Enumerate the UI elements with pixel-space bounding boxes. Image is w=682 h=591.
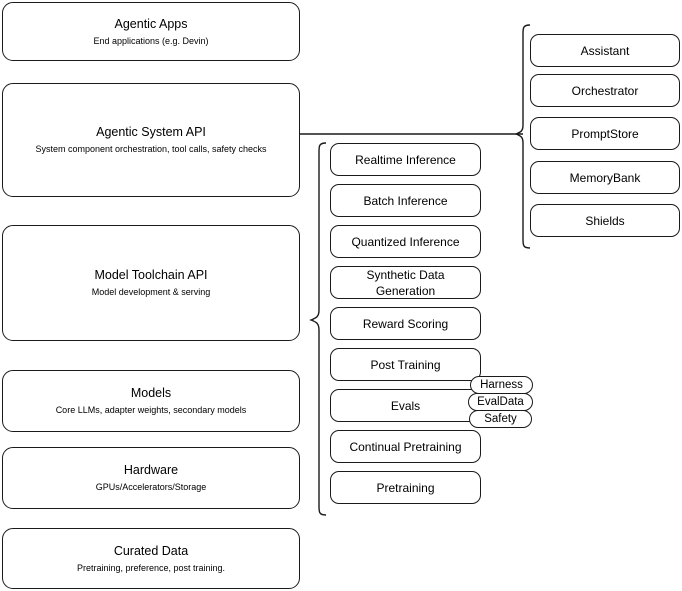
evals-badge-safety[interactable]: Safety <box>469 410 532 428</box>
item-label: Quantized Inference <box>351 234 460 249</box>
layer-subtitle: Model development & serving <box>91 287 211 297</box>
item-label: Synthetic Data Generation <box>366 267 445 298</box>
toolchain-item-reward-scoring[interactable]: Reward Scoring <box>330 307 481 340</box>
toolchain-item-post-training[interactable]: Post Training <box>330 348 481 381</box>
bracket-path <box>309 142 327 516</box>
badge-label: Safety <box>484 413 517 425</box>
badge-label: Harness <box>480 379 523 391</box>
layer-title: Agentic Apps <box>114 16 188 31</box>
system-item-assistant[interactable]: Assistant <box>530 34 680 67</box>
item-label: MemoryBank <box>569 170 641 185</box>
item-label: Evals <box>390 398 421 413</box>
badge-label: EvalData <box>477 396 524 408</box>
toolchain-item-pretraining[interactable]: Pretraining <box>330 471 481 504</box>
evals-badge-harness[interactable]: Harness <box>470 376 533 394</box>
item-label: Continual Pretraining <box>349 439 462 454</box>
toolchain-item-evals[interactable]: Evals <box>330 389 481 422</box>
item-label: PromptStore <box>571 126 639 141</box>
layer-title: Agentic System API <box>96 125 206 139</box>
layer-subtitle: GPUs/Accelerators/Storage <box>95 482 207 492</box>
system-item-memorybank[interactable]: MemoryBank <box>530 161 680 194</box>
system-item-promptstore[interactable]: PromptStore <box>530 117 680 150</box>
item-label: Realtime Inference <box>355 152 456 167</box>
layer-box-agentic-apps[interactable]: Agentic Apps End applications (e.g. Devi… <box>2 2 300 61</box>
layer-box-curated-data[interactable]: Curated Data Pretraining, preference, po… <box>2 528 300 589</box>
layer-title: Curated Data <box>113 543 189 558</box>
layer-box-models[interactable]: Models Core LLMs, adapter weights, secon… <box>2 370 300 432</box>
item-label: Reward Scoring <box>362 316 449 331</box>
system-item-shields[interactable]: Shields <box>530 204 680 237</box>
item-label: Pretraining <box>376 480 435 495</box>
item-label: Post Training <box>370 357 441 372</box>
bracket-path <box>514 24 531 249</box>
layer-title: Hardware <box>123 463 179 477</box>
layer-subtitle: System component orchestration, tool cal… <box>35 144 267 154</box>
layer-box-agentic-system-api[interactable]: Agentic System API System component orch… <box>2 83 300 197</box>
layer-subtitle: Pretraining, preference, post training. <box>76 562 226 573</box>
item-label: Assistant <box>580 43 630 58</box>
layer-box-model-toolchain-api[interactable]: Model Toolchain API Model development & … <box>2 225 300 341</box>
toolchain-item-batch-inference[interactable]: Batch Inference <box>330 184 481 217</box>
item-label: Shields <box>585 213 625 228</box>
toolchain-item-realtime-inference[interactable]: Realtime Inference <box>330 143 481 176</box>
layer-title: Models <box>130 386 172 400</box>
evals-badge-evaldata[interactable]: EvalData <box>468 393 533 411</box>
toolchain-item-quantized-inference[interactable]: Quantized Inference <box>330 225 481 258</box>
layer-subtitle: End applications (e.g. Devin) <box>93 35 209 46</box>
layer-title: Model Toolchain API <box>94 268 208 282</box>
item-label: Batch Inference <box>363 193 448 208</box>
toolchain-item-continual-pretraining[interactable]: Continual Pretraining <box>330 430 481 463</box>
layer-subtitle: Core LLMs, adapter weights, secondary mo… <box>55 405 247 415</box>
toolchain-item-synthetic-data-generation[interactable]: Synthetic Data Generation <box>330 266 481 299</box>
system-item-orchestrator[interactable]: Orchestrator <box>530 74 680 107</box>
layer-box-hardware[interactable]: Hardware GPUs/Accelerators/Storage <box>2 447 300 509</box>
item-label: Orchestrator <box>571 83 639 98</box>
